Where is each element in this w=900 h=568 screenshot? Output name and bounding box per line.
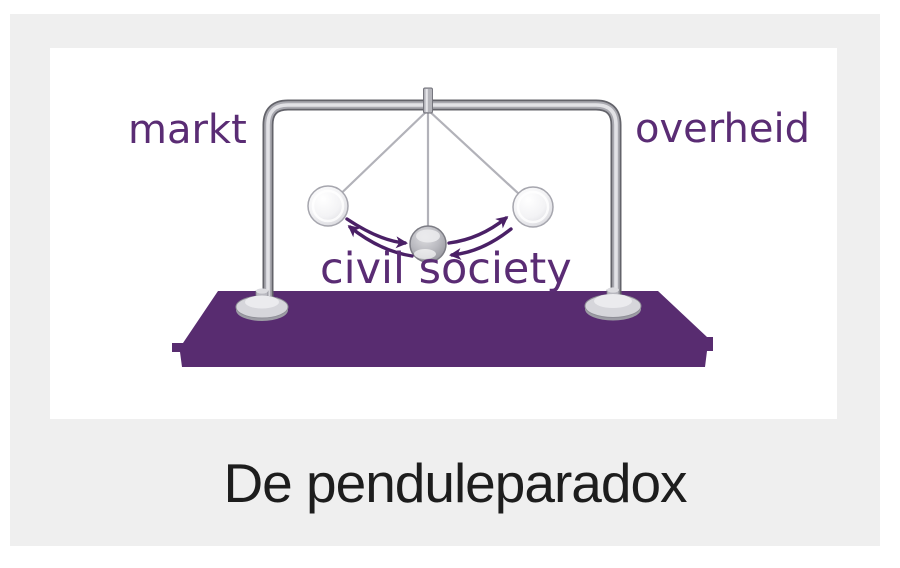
pendulum-frame (262, 99, 622, 305)
left-string (327, 109, 429, 207)
right-ball (512, 186, 554, 228)
right-foot (584, 287, 642, 321)
left-ball (307, 185, 349, 227)
oscillation-arrows (345, 216, 513, 261)
left-foot (235, 288, 289, 321)
slide-background: markt overheid civil society De pendulep… (10, 14, 880, 546)
base-platform (172, 291, 713, 367)
arrow-right-to-center (449, 227, 513, 261)
pendulum-illustration-icon (172, 87, 713, 367)
page-title: De penduleparadox (223, 452, 687, 514)
pendulum-diagram-panel: markt overheid civil society (50, 48, 837, 419)
center-ball (409, 225, 447, 263)
markt-label: markt (128, 107, 247, 153)
frame-knob (423, 87, 433, 114)
right-string (427, 109, 534, 208)
arrow-center-to-left (347, 225, 414, 258)
arrow-center-to-right (447, 216, 509, 245)
pendulum-strings (327, 109, 534, 244)
overheid-label: overheid (635, 106, 810, 152)
civil-society-label: civil society (320, 244, 572, 294)
arrow-left-to-center (345, 217, 408, 249)
